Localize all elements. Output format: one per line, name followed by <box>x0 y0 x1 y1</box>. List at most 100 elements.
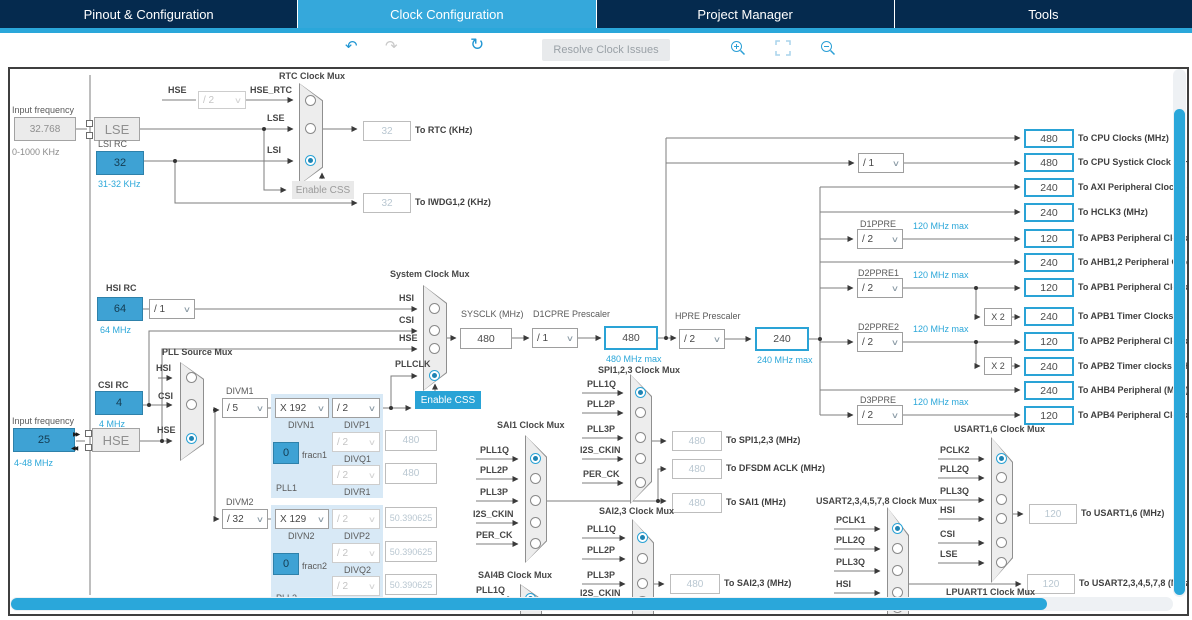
fracn1-field[interactable]: 0 <box>273 442 299 464</box>
pll-mux-hsi-radio[interactable] <box>186 372 197 383</box>
tab-clock-configuration[interactable]: Clock Configuration <box>298 0 597 28</box>
rtc-mux-lsi-radio[interactable] <box>305 155 316 166</box>
resolve-clock-issues-button[interactable]: Resolve Clock Issues <box>542 39 670 61</box>
clock-output-box[interactable]: 120 <box>1024 332 1074 351</box>
fit-to-screen-icon[interactable] <box>775 40 791 61</box>
pll-source-mux-title: PLL Source Mux <box>162 347 233 357</box>
clock-output-box[interactable]: 240 <box>1024 203 1074 222</box>
fracn2-field[interactable]: 0 <box>273 553 299 575</box>
usart16-mux-hsi-radio[interactable] <box>996 513 1007 524</box>
horizontal-scrollbar-thumb[interactable] <box>11 598 1047 610</box>
clock-output-box[interactable]: 240 <box>1024 307 1074 326</box>
spi-mux-pll2p-radio[interactable] <box>635 407 646 418</box>
zoom-out-icon[interactable] <box>820 40 836 61</box>
clock-output-label: To CPU Clocks (MHz) <box>1078 133 1169 143</box>
divq2-dropdown: / 2∨ <box>332 543 380 563</box>
tab-tools[interactable]: Tools <box>894 0 1192 28</box>
csi-rc-value-field[interactable]: 4 <box>95 391 143 415</box>
dropdown-value: / 2 <box>337 547 349 559</box>
chevron-down-icon: ∨ <box>890 234 900 244</box>
undo-icon[interactable]: ↶ <box>345 38 358 55</box>
sai1-mux-pll2p-radio[interactable] <box>530 473 541 484</box>
sai1-mux-per-ck-radio[interactable] <box>530 538 541 549</box>
clock-output-box[interactable]: 480 <box>1024 153 1074 172</box>
divn1-dropdown[interactable]: X 192∨ <box>275 398 329 418</box>
clock-output-box[interactable]: 480 <box>1024 129 1074 148</box>
dfsdm-output-box: 480 <box>672 459 722 479</box>
rtc-mux-lse-radio[interactable] <box>305 123 316 134</box>
sai1-mux-pll3p-radio[interactable] <box>530 495 541 506</box>
spi-mux-i2s-ckin-radio[interactable] <box>635 453 646 464</box>
clock-output-box[interactable]: 240 <box>1024 178 1074 197</box>
per-ck-wire-label: PER_CK <box>583 469 620 479</box>
tab-pinout-configuration[interactable]: Pinout & Configuration <box>0 0 299 28</box>
lse-wire-label: LSE <box>940 549 958 559</box>
reset-zoom-icon[interactable]: ↻ <box>470 35 485 54</box>
hsi-rc-value-field[interactable]: 64 <box>97 297 143 321</box>
pll-mux-hse-radio[interactable] <box>186 433 197 444</box>
hpre-output-field[interactable]: 240 <box>755 327 809 351</box>
divp1-dropdown[interactable]: / 2∨ <box>332 398 380 418</box>
d1ppre-dropdown[interactable]: / 2∨ <box>857 229 903 249</box>
sai23-mux-pll3p-radio[interactable] <box>637 578 648 589</box>
redo-icon[interactable]: ↷ <box>385 38 398 55</box>
divp2-label: DIVP2 <box>344 531 371 541</box>
sys-mux-csi-radio[interactable] <box>429 325 440 336</box>
usart16-mux-csi-radio[interactable] <box>996 537 1007 548</box>
sys-mux-pllclk-radio[interactable] <box>429 370 440 381</box>
sys-mux-hsi-radio[interactable] <box>429 303 440 314</box>
chevron-down-icon: ∨ <box>565 333 575 343</box>
chevron-down-icon: ∨ <box>233 95 243 105</box>
pll-mux-csi-radio[interactable] <box>186 399 197 410</box>
sys-mux-hse-radio[interactable] <box>429 343 440 354</box>
sai1-mux-i2s-ckin-radio[interactable] <box>530 517 541 528</box>
clock-output-box[interactable]: 120 <box>1024 229 1074 248</box>
vertical-scrollbar-thumb[interactable] <box>1174 109 1185 595</box>
clock-output-box[interactable]: 120 <box>1024 406 1074 425</box>
clock-output-box[interactable]: 240 <box>1024 357 1074 376</box>
d1cpre-dropdown[interactable]: / 1∨ <box>532 328 578 348</box>
dropdown-value: / 2 <box>337 513 349 525</box>
usart-mux-pll2q-radio[interactable] <box>892 543 903 554</box>
hsi-divider-dropdown[interactable]: / 1∨ <box>149 299 195 319</box>
usart16-mux-pll3q-radio[interactable] <box>996 494 1007 505</box>
clock-output-box[interactable]: 120 <box>1024 278 1074 297</box>
usart-mux-pll3q-radio[interactable] <box>892 565 903 576</box>
d1cpre-output-field[interactable]: 480 <box>604 326 658 350</box>
divn2-dropdown[interactable]: X 129∨ <box>275 509 329 529</box>
hse-input-frequency-field[interactable]: 25 <box>13 428 75 452</box>
tab-project-manager[interactable]: Project Manager <box>596 0 895 28</box>
d2ppre2-dropdown[interactable]: / 2∨ <box>857 332 903 352</box>
rtc-enable-css-button[interactable]: Enable CSS <box>292 181 354 199</box>
rtc-mux-hse-rtc-radio[interactable] <box>305 95 316 106</box>
lsi-rc-value-field[interactable]: 32 <box>96 151 144 175</box>
spi-mux-per-ck-radio[interactable] <box>635 477 646 488</box>
sai23-mux-pll2p-radio[interactable] <box>637 553 648 564</box>
dfsdm-output-label: To DFSDM ACLK (MHz) <box>726 463 825 473</box>
usart-mux-pclk1-radio[interactable] <box>892 523 903 534</box>
pin-connector <box>86 132 93 139</box>
usart16-mux-pclk2-radio[interactable] <box>996 453 1007 464</box>
chevron-down-icon: ∨ <box>367 581 377 591</box>
divm1-dropdown[interactable]: / 5∨ <box>222 398 268 418</box>
spi-mux-pll1q-radio[interactable] <box>635 387 646 398</box>
sai1-mux-pll1q-radio[interactable] <box>530 453 541 464</box>
usart16-mux-pll2q-radio[interactable] <box>996 472 1007 483</box>
hpre-dropdown[interactable]: / 2∨ <box>679 329 725 349</box>
clock-output-box[interactable]: 240 <box>1024 253 1074 272</box>
d2ppre1-dropdown[interactable]: / 2∨ <box>857 278 903 298</box>
dropdown-value: / 2 <box>862 409 874 421</box>
divm2-dropdown[interactable]: / 32∨ <box>222 509 268 529</box>
d3ppre-dropdown[interactable]: / 2∨ <box>857 405 903 425</box>
sysclk-value-box[interactable]: 480 <box>460 328 512 349</box>
spi-mux-pll3p-radio[interactable] <box>635 432 646 443</box>
clock-tree-canvas[interactable]: Input frequency 32.768 0-1000 KHz LSE LS… <box>8 67 1189 616</box>
zoom-in-icon[interactable] <box>730 40 746 61</box>
clock-output-box[interactable]: 240 <box>1024 381 1074 400</box>
systick-divider-dropdown[interactable]: / 1∨ <box>858 153 904 173</box>
chevron-down-icon: ∨ <box>316 514 326 524</box>
sai23-mux-pll1q-radio[interactable] <box>637 532 648 543</box>
sys-enable-css-button[interactable]: Enable CSS <box>415 391 481 409</box>
hse-wire-label: HSE <box>157 425 176 435</box>
usart16-mux-lse-radio[interactable] <box>996 557 1007 568</box>
